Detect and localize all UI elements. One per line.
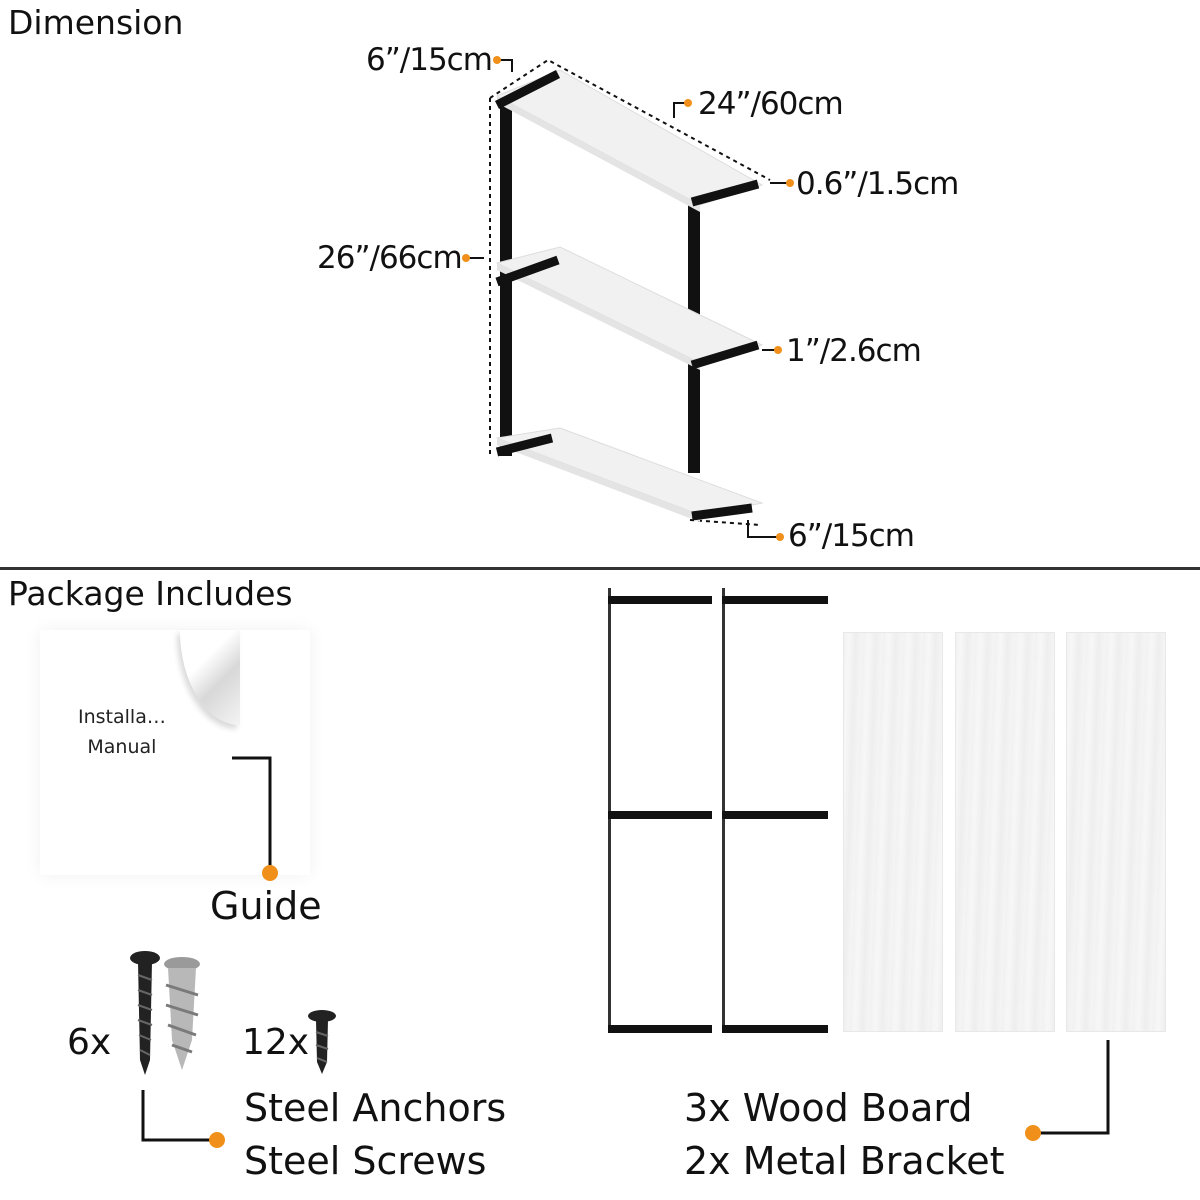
anchors-count: 6x xyxy=(67,1022,112,1063)
orange-dot-icon xyxy=(493,56,501,64)
leader-boards xyxy=(1040,1040,1110,1135)
bracket-thickness-label: 0.6”/1.5cm xyxy=(796,166,959,202)
manual-title-line2: Manual xyxy=(87,736,157,758)
package-heading: Package Includes xyxy=(8,574,293,613)
wood-board-3 xyxy=(1066,632,1166,1032)
wood-board-1 xyxy=(843,632,943,1032)
leader-depth-bottom xyxy=(747,520,778,538)
metal-bracket-right xyxy=(722,588,828,1033)
leader-hardware xyxy=(141,1090,210,1142)
manual-title: Installa… Manual xyxy=(78,702,166,762)
width-label: 24”/60cm xyxy=(698,86,844,122)
guide-label: Guide xyxy=(210,884,322,928)
top-board-edge xyxy=(497,96,700,212)
leader-depth-top xyxy=(498,59,513,72)
middle-bracket-front xyxy=(690,340,760,370)
page-curl-icon xyxy=(180,630,240,725)
metal-bracket-label: 2x Metal Bracket xyxy=(684,1139,1005,1183)
wood-board-label: 3x Wood Board xyxy=(684,1086,973,1130)
screws-label: Steel Screws xyxy=(244,1139,487,1183)
top-bracket-front xyxy=(690,179,760,207)
anchors-label: Steel Anchors xyxy=(244,1086,507,1130)
manual-title-line1: Installa… xyxy=(78,706,166,728)
height-label: 26”/66cm xyxy=(317,240,463,276)
orange-dot-icon xyxy=(776,533,784,541)
bottom-board-edge xyxy=(497,438,700,522)
installation-manual: Installa… Manual xyxy=(40,630,310,875)
shelf-dimension-diagram xyxy=(462,56,794,541)
section-divider xyxy=(0,567,1200,570)
depth-bottom-label: 6”/15cm xyxy=(788,518,915,554)
depth-top-label: 6”/15cm xyxy=(366,42,493,78)
bottom-bracket-front xyxy=(691,503,753,521)
wood-board-2 xyxy=(955,632,1055,1032)
metal-bracket-left xyxy=(608,588,712,1033)
board-thickness-label: 1”/2.6cm xyxy=(786,333,922,369)
orange-dot-icon xyxy=(462,254,470,262)
orange-dot-icon xyxy=(684,99,692,107)
middle-board-edge xyxy=(497,263,700,370)
bottom-bracket-rear xyxy=(495,433,554,457)
orange-dot-icon xyxy=(786,179,794,187)
orange-dot-icon xyxy=(209,1132,225,1148)
orange-dot-icon xyxy=(774,346,782,354)
screws-count: 12x xyxy=(242,1022,310,1063)
middle-bracket-rear xyxy=(495,255,560,287)
leader-width xyxy=(673,102,686,118)
wall-screw-icon xyxy=(130,951,160,1075)
short-screw-icon xyxy=(308,1010,336,1074)
top-bracket-rear xyxy=(494,69,561,110)
dimension-heading: Dimension xyxy=(8,3,184,42)
orange-dot-icon xyxy=(1025,1125,1041,1141)
drywall-anchor-icon xyxy=(164,957,200,1070)
